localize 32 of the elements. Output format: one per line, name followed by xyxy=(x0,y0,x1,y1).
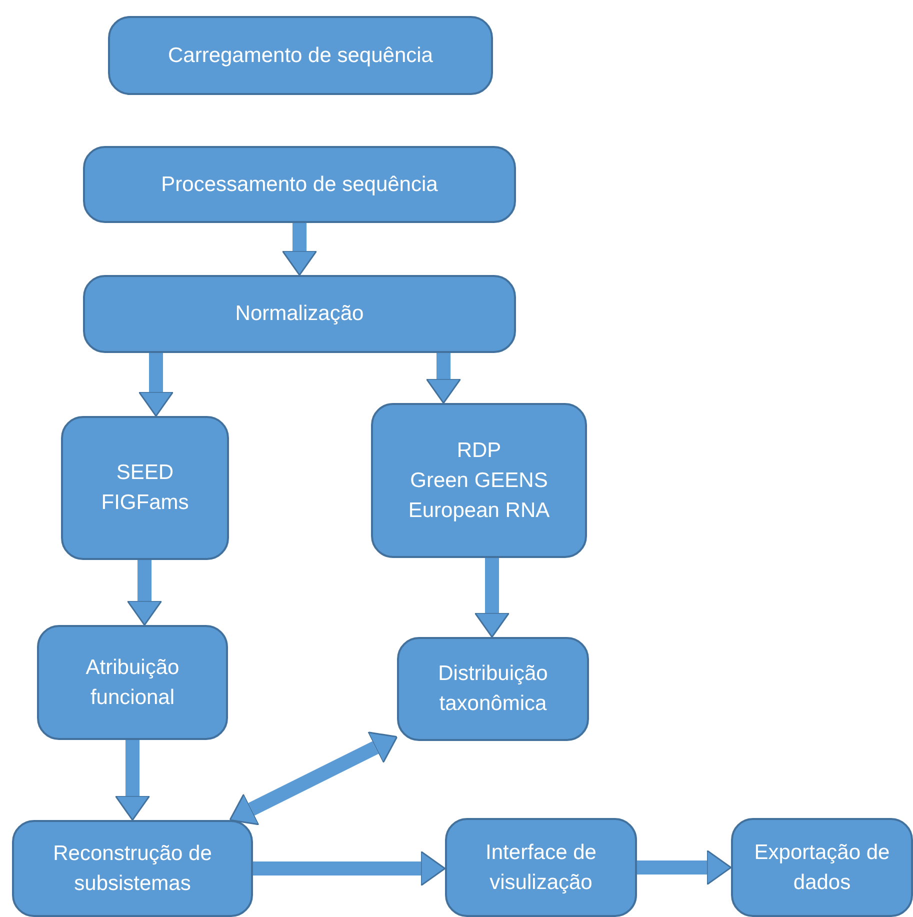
box-label: Processamento de sequência xyxy=(161,172,438,198)
box-label: Atribuição funcional xyxy=(84,654,180,710)
block-arrow xyxy=(114,740,150,821)
box-label: RDP xyxy=(456,438,502,464)
box-label: Normalização xyxy=(235,301,364,327)
block-arrow xyxy=(474,558,510,638)
box-label: Interface de visulização xyxy=(484,840,598,896)
box-label: Exportação de dados xyxy=(753,840,891,896)
process-box xyxy=(83,146,516,223)
box-label: Distribuição taxonômica xyxy=(437,661,549,717)
process-box xyxy=(371,403,587,558)
block-arrow xyxy=(637,850,732,886)
process-box xyxy=(445,818,637,917)
box-label: FIGFams xyxy=(101,490,189,516)
block-arrow xyxy=(253,850,446,886)
process-box xyxy=(108,16,493,95)
box-label: Reconstrução de subsistemas xyxy=(52,840,213,896)
process-box xyxy=(37,625,228,740)
block-arrow xyxy=(138,353,174,417)
process-box xyxy=(397,637,589,741)
block-arrow xyxy=(282,223,318,276)
process-box xyxy=(83,275,516,353)
process-box xyxy=(731,818,913,917)
block-arrow xyxy=(426,353,462,404)
box-label: Carregamento de sequência xyxy=(168,42,433,68)
process-box xyxy=(12,820,253,917)
box-label: European RNA xyxy=(408,498,550,524)
block-arrow xyxy=(229,732,398,826)
box-label: SEED xyxy=(116,460,174,486)
process-box xyxy=(61,416,229,560)
box-label: Green GEENS xyxy=(410,468,548,494)
block-arrow xyxy=(126,560,162,626)
